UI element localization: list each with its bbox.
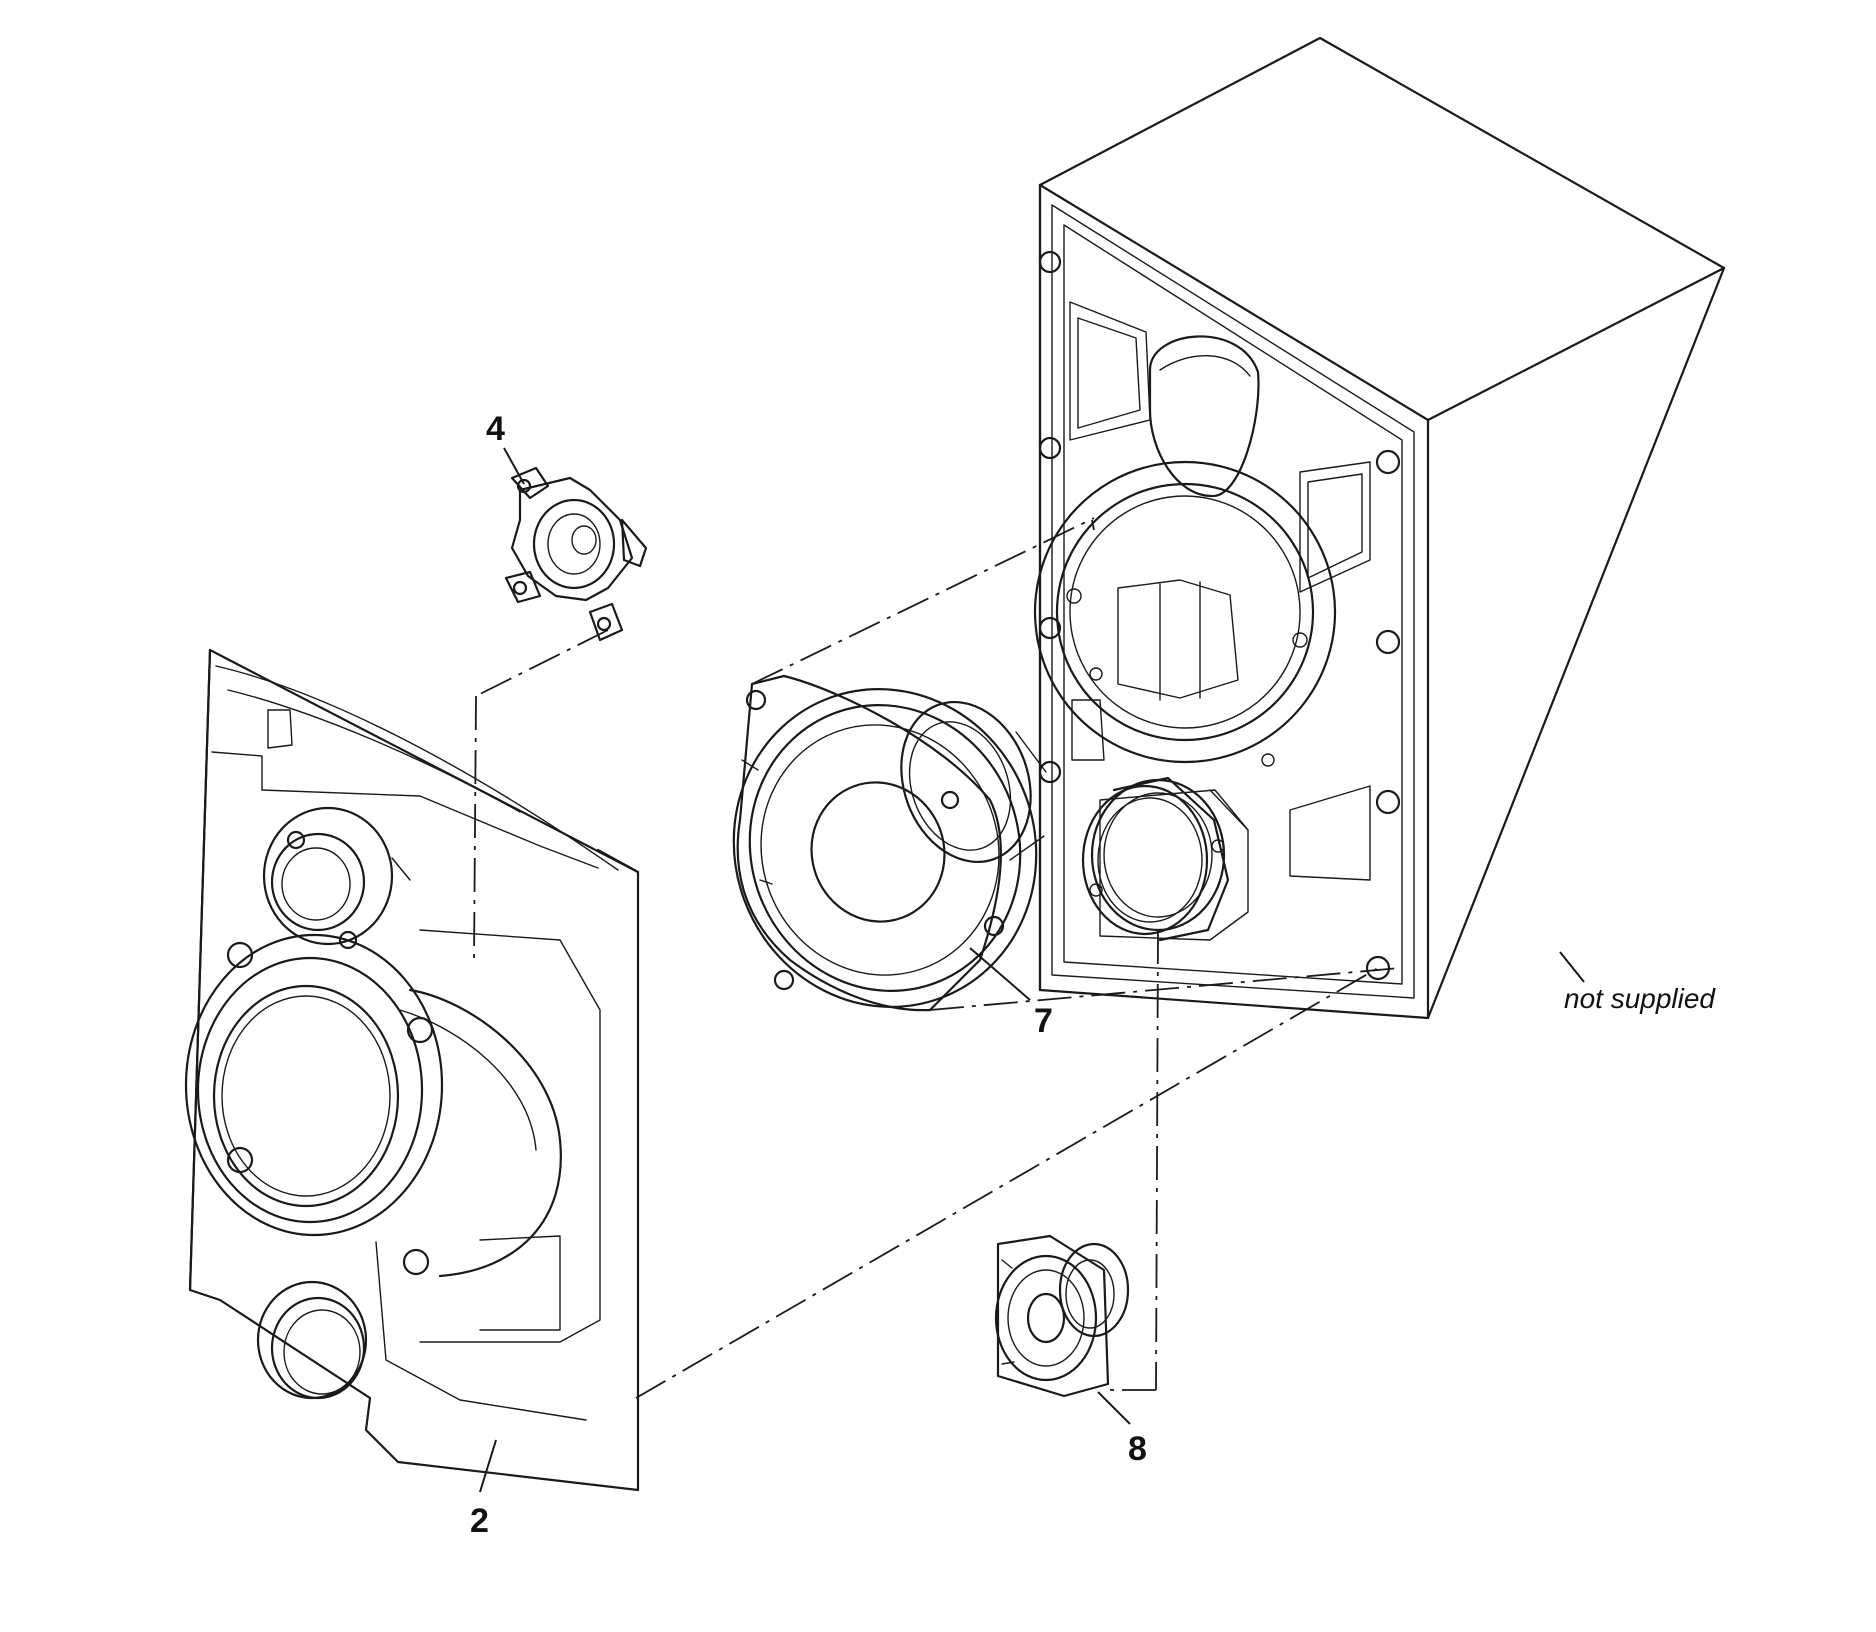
cabinet-woofer-cutout	[1033, 460, 1337, 767]
leader-lines	[479, 447, 1585, 1493]
front-panel-top-tweeter	[262, 806, 411, 950]
speaker-cabinet	[1033, 36, 1726, 1020]
assembly-lines	[473, 517, 1401, 1399]
woofer-driver	[732, 674, 1047, 1012]
tweeter-driver	[994, 1234, 1130, 1398]
callout-7: 7	[1034, 1002, 1053, 1040]
cabinet-mounting-bosses	[1038, 250, 1401, 981]
front-panel-bottom-driver	[256, 1280, 368, 1400]
mid-driver	[1081, 776, 1230, 942]
callout-2: 2	[470, 1502, 489, 1540]
front-panel-woofer-ring	[184, 933, 562, 1278]
tweeter-bracket	[504, 466, 648, 642]
not-supplied-note: not supplied	[1564, 983, 1716, 1014]
cabinet-tweeter-cutout	[1090, 778, 1249, 941]
callout-8: 8	[1128, 1430, 1147, 1468]
callout-4: 4	[486, 410, 505, 448]
front-panel	[184, 648, 640, 1492]
